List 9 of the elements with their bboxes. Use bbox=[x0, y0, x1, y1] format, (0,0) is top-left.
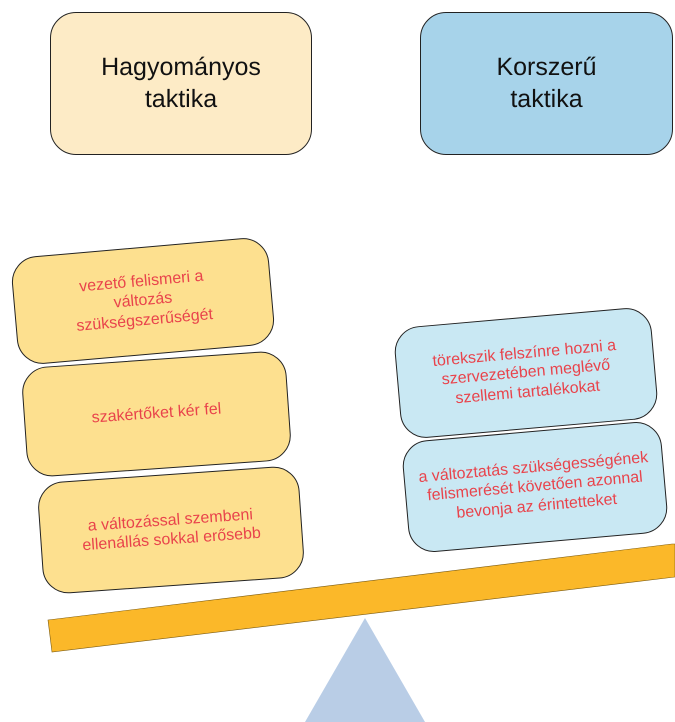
card-text: a változással szembeni ellenállás sokkal erősebb bbox=[80, 505, 262, 556]
heading-text: Korszerű taktika bbox=[495, 52, 598, 114]
card-text: a változtatás szükségességének felismerését követően azonnal bevonja az érintetteket bbox=[416, 448, 650, 524]
card-text: szakértőket kér fel bbox=[90, 400, 222, 429]
tactic-heading-box bbox=[420, 12, 673, 155]
card-text: vezető felismeri a változás szükségszerűségét bbox=[74, 266, 215, 336]
tactic-heading-box bbox=[50, 12, 312, 155]
card-text: törekszik felszínre hozni a szervezetében meglévő szellemi tartalékokat bbox=[430, 336, 618, 409]
heading-text: Hagyományos taktika bbox=[100, 52, 262, 114]
